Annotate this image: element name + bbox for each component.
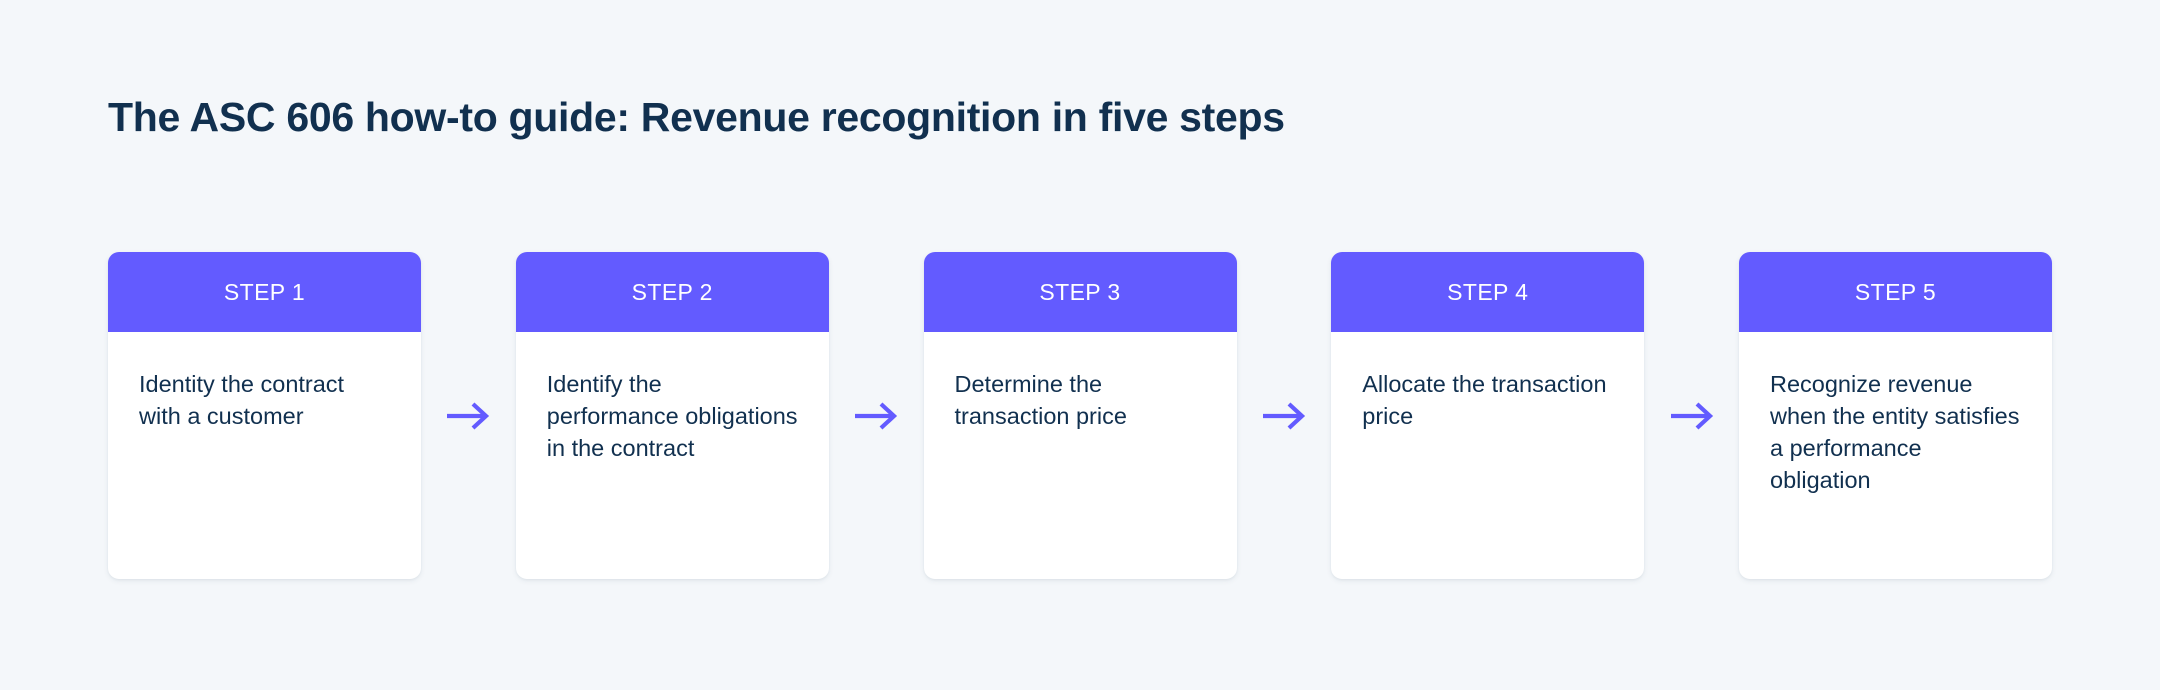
arrow-right-icon [1670, 401, 1713, 430]
step-body-4: Allocate the transaction price [1331, 332, 1644, 579]
step-card-5: STEP 5 Recognize revenue when the entity… [1739, 252, 2052, 579]
steps-flow: STEP 1 Identity the contract with a cust… [108, 252, 2052, 582]
step-body-1: Identity the contract with a customer [108, 332, 421, 579]
step-description-5: Recognize revenue when the entity satisf… [1770, 371, 2020, 493]
page-title: The ASC 606 how-to guide: Revenue recogn… [108, 94, 1285, 140]
step-card-2: STEP 2 Identify the performance obligati… [515, 252, 829, 579]
step-header-2: STEP 2 [515, 252, 829, 332]
step-header-4: STEP 4 [1331, 252, 1645, 332]
step-label-2: STEP 2 [631, 278, 713, 305]
step-card-4: STEP 4 Allocate the transaction price [1331, 252, 1645, 579]
step-description-2: Identify the performance obligations in … [546, 371, 798, 461]
step-header-1: STEP 1 [108, 252, 421, 332]
step-label-3: STEP 3 [1039, 278, 1121, 305]
step-card-1: STEP 1 Identity the contract with a cust… [108, 252, 421, 579]
connector-2 [829, 252, 924, 579]
connector-3 [1237, 252, 1332, 579]
step-label-1: STEP 1 [223, 278, 306, 305]
step-body-3: Determine the transaction price [924, 332, 1237, 579]
step-card-3: STEP 3 Determine the transaction price [923, 252, 1237, 579]
step-label-4: STEP 4 [1447, 278, 1529, 305]
arrow-right-icon [855, 401, 898, 430]
step-description-4: Allocate the transaction price [1362, 371, 1607, 429]
connector-4 [1644, 252, 1739, 579]
step-header-5: STEP 5 [1739, 252, 2052, 332]
step-header-3: STEP 3 [923, 252, 1237, 332]
step-body-2: Identify the performance obligations in … [516, 332, 829, 579]
connector-1 [421, 252, 516, 579]
step-description-1: Identity the contract with a customer [139, 371, 345, 429]
arrow-right-icon [1262, 401, 1305, 430]
arrow-right-icon [447, 401, 490, 430]
step-description-3: Determine the transaction price [954, 371, 1127, 429]
step-body-5: Recognize revenue when the entity satisf… [1739, 332, 2052, 579]
step-label-5: STEP 5 [1854, 278, 1937, 305]
